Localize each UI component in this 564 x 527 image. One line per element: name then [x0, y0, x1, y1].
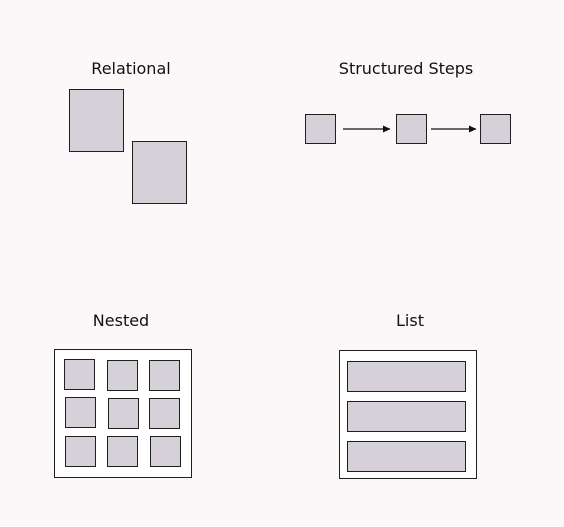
nested-cell [149, 398, 180, 429]
step-box-3 [480, 114, 511, 144]
relational-box-1 [69, 89, 124, 152]
nested-cell [149, 360, 180, 391]
nested-cell [108, 398, 139, 429]
relational-title: Relational [91, 59, 171, 78]
nested-title: Nested [92, 311, 150, 330]
step-box-1 [305, 114, 336, 144]
relational-box-2 [132, 141, 187, 204]
nested-cell [65, 397, 96, 428]
nested-cell [65, 436, 96, 467]
list-row [347, 441, 466, 472]
list-row [347, 401, 466, 432]
step-box-2 [396, 114, 427, 144]
list-title: List [396, 311, 424, 330]
nested-cell [107, 436, 138, 467]
structured-steps-title: Structured Steps [338, 59, 474, 78]
nested-cell [64, 359, 95, 390]
list-row [347, 361, 466, 392]
nested-cell [150, 436, 181, 467]
nested-cell [107, 360, 138, 391]
